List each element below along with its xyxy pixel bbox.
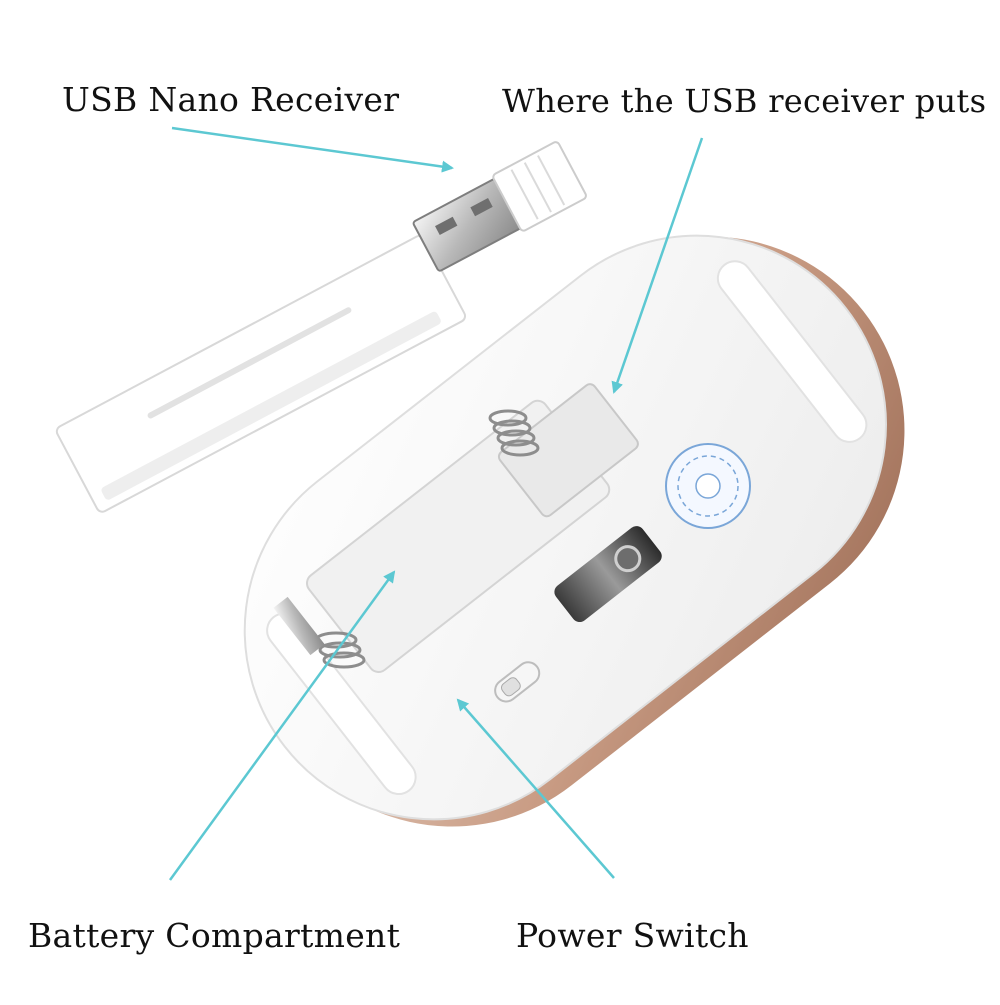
battery-cover [55,234,467,513]
receiver-slot [497,383,639,518]
mouse-body [243,234,905,827]
usb-receiver-body [492,141,587,232]
battery-contact-plate [273,596,325,656]
usb-nano-receiver [412,141,587,272]
label-receiver-slot: Where the USB receiver puts [502,82,987,120]
sensor-lens [614,545,642,573]
power-switch-knob [500,677,521,697]
certification-sticker [665,443,751,529]
label-power-switch: Power Switch [516,916,749,955]
glide-foot-top [716,260,868,443]
arrow-receiver-slot [611,137,704,394]
label-usb-nano-receiver: USB Nano Receiver [62,80,400,119]
glide-foot-bottom [266,612,417,796]
arrow-power-switch [456,698,615,879]
arrow-battery-compartment [168,570,396,881]
label-battery-compartment: Battery Compartment [28,916,401,955]
battery-spring-upper [488,409,540,457]
arrow-usb-nano-receiver [171,126,454,173]
